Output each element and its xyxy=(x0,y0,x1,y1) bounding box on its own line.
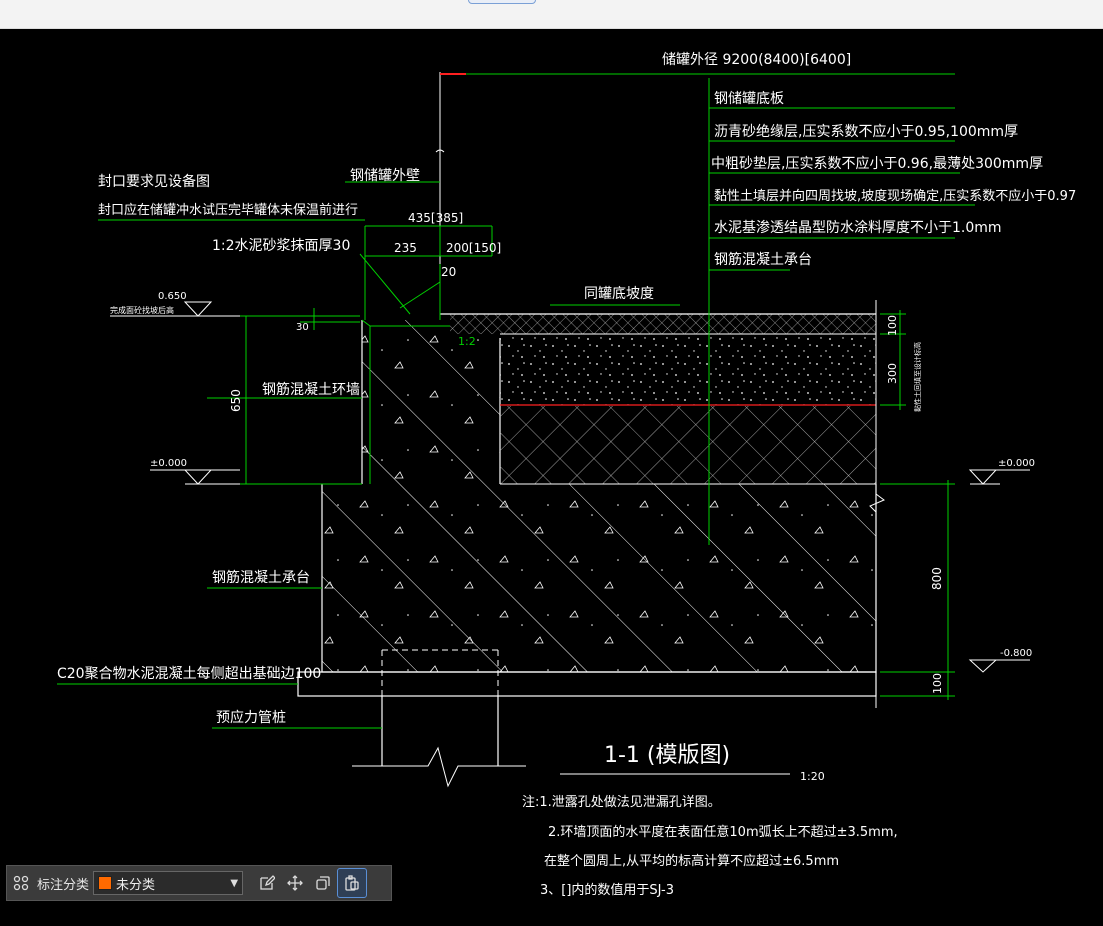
sand-label: 中粗砂垫层,压实系数不应小于0.96,最薄处300mm厚 xyxy=(711,155,1043,172)
waterproof-label: 水泥基渗透结晶型防水涂料厚度不小于1.0mm xyxy=(714,219,1002,236)
annotation-toolbar: 标注分类 未分类 ▼ xyxy=(6,865,392,901)
tank-bottom-label: 钢储罐底板 xyxy=(714,91,784,107)
grid-icon[interactable] xyxy=(7,869,35,897)
seal-timing-label: 封口应在储罐冲水试压完毕罐体未保温前进行 xyxy=(98,202,358,218)
ring-wall-label: 钢筋混凝土环墙 xyxy=(262,381,360,398)
dim-235: 235 xyxy=(394,241,417,255)
note-2b: 在整个圆周上,从平均的标高计算不应超过±6.5mm xyxy=(544,853,839,869)
dim-435: 435[385] xyxy=(408,211,463,225)
elev-000-right: ±0.000 xyxy=(998,458,1035,469)
elev-000-left: ±0.000 xyxy=(150,458,187,469)
dim-100-bot: 100 xyxy=(931,673,944,694)
window-titlebar xyxy=(0,0,1103,29)
edit-icon[interactable] xyxy=(253,869,281,897)
elev-neg800: -0.800 xyxy=(1000,648,1032,659)
cad-drawing[interactable]: 储罐外径 9200(8400)[6400] 钢储罐底板 沥青砂绝缘层,压实系数不… xyxy=(0,29,1103,922)
clay-label: 黏性土填层并向四周找坡,坡度现场确定,压实系数不应小于0.97 xyxy=(714,188,1076,204)
copy-icon[interactable] xyxy=(309,869,337,897)
tank-diameter-label: 储罐外径 9200(8400)[6400] xyxy=(662,52,851,68)
pile-label: 预应力管桩 xyxy=(216,709,286,726)
side-note: 黏性土回填至设计标高 xyxy=(913,342,922,412)
sand-layer xyxy=(500,335,876,405)
section-title: 1-1 (模版图) xyxy=(604,743,730,768)
scale-label: 1:20 xyxy=(800,770,825,783)
category-select[interactable]: 未分类 ▼ xyxy=(93,871,244,895)
elev-0650: 0.650 xyxy=(158,291,187,302)
mortar-label: 1:2水泥砂浆抹面厚30 xyxy=(212,238,350,254)
dim-30: 30 xyxy=(296,322,309,333)
category-select-value: 未分类 xyxy=(116,877,156,893)
c20-base xyxy=(297,671,877,697)
note-1: 注:1.泄露孔处做法见泄漏孔详图。 xyxy=(522,794,721,810)
asphalt-layer xyxy=(450,314,876,334)
dim-20: 20 xyxy=(441,265,456,279)
pile xyxy=(381,696,499,766)
paste-icon[interactable] xyxy=(337,868,368,898)
clay-layer xyxy=(500,406,876,484)
rc-cap-right-label: 钢筋混凝土承台 xyxy=(714,251,812,268)
move-icon[interactable] xyxy=(281,869,309,897)
active-tab[interactable] xyxy=(468,0,536,4)
dim-200: 200[150] xyxy=(446,241,501,255)
finish-note: 完成面砼找坡后高 xyxy=(110,305,174,315)
concrete-cap xyxy=(321,484,877,673)
dim-800: 800 xyxy=(930,567,944,590)
slope-label: 同罐底坡度 xyxy=(584,286,654,302)
cad-canvas[interactable]: 储罐外径 9200(8400)[6400] 钢储罐底板 沥青砂绝缘层,压实系数不… xyxy=(0,29,1103,922)
ring-wall xyxy=(361,319,501,484)
tank-wall-label: 钢储罐外壁 xyxy=(350,168,420,184)
dim-650: 650 xyxy=(229,389,243,412)
note-2: 2.环墙顶面的水平度在表面任意10m弧长上不超过±3.5mm, xyxy=(548,824,898,840)
dim-300: 300 xyxy=(886,363,899,384)
dim-100-top: 100 xyxy=(886,315,899,336)
note-3: 3、[]内的数值用于SJ-3 xyxy=(540,882,674,898)
c20-label: C20聚合物水泥混凝土每侧超出基础边100 xyxy=(57,665,321,682)
category-label: 标注分类 xyxy=(37,877,90,893)
rc-cap-left-label: 钢筋混凝土承台 xyxy=(212,569,310,586)
seal-req-label: 封口要求见设备图 xyxy=(98,173,210,190)
ratio-label: 1:2 xyxy=(458,335,476,348)
asphalt-label: 沥青砂绝缘层,压实系数不应小于0.95,100mm厚 xyxy=(714,123,1018,140)
chevron-down-icon: ▼ xyxy=(230,877,239,889)
category-color-swatch xyxy=(98,876,113,890)
